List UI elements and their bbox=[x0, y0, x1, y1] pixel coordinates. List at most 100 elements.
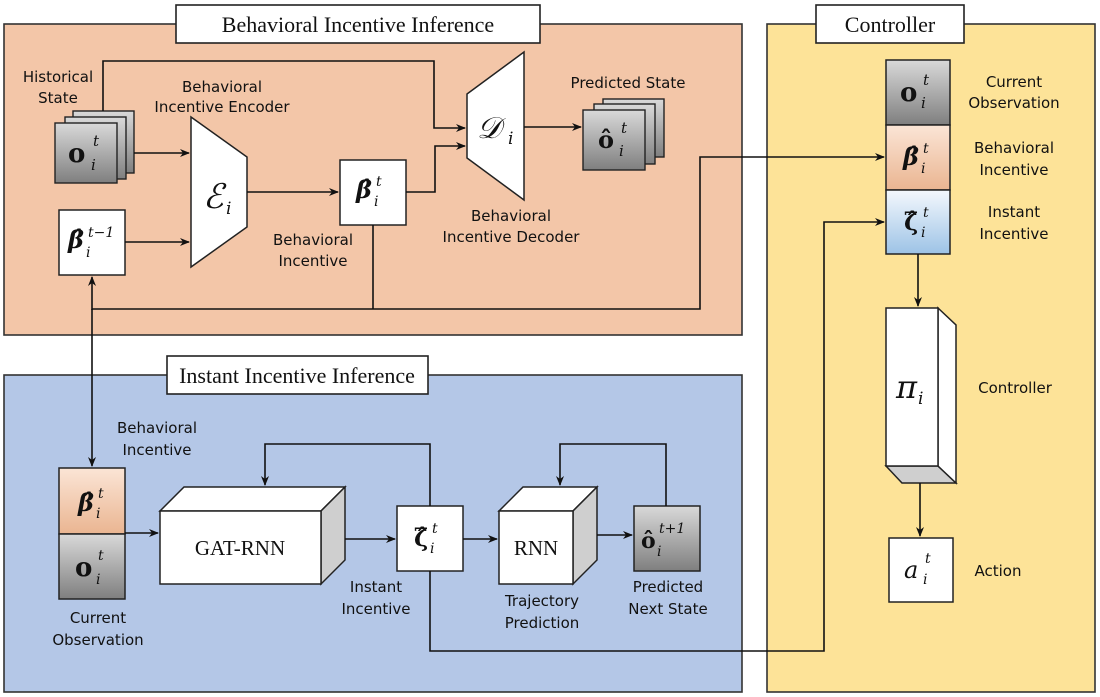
behavioral-incentive-panel: Behavioral Incentive Inference Historica… bbox=[3, 4, 743, 336]
svg-text:i: i bbox=[918, 389, 923, 409]
svg-text:ζ̂: ζ̂ bbox=[414, 523, 428, 552]
svg-text:t−1: t−1 bbox=[88, 225, 114, 241]
instant-incentive-panel: Instant Incentive Inference Behavioral I… bbox=[3, 355, 743, 693]
decoder-label: Behavioral bbox=[471, 207, 551, 225]
behavioral-incentive-label-2: Incentive bbox=[278, 252, 347, 270]
connectors bbox=[88, 60, 924, 652]
historical-state-label-2: State bbox=[38, 89, 78, 107]
controller-current-label: Current bbox=[986, 73, 1042, 91]
svg-text:GAT-RNN: GAT-RNN bbox=[195, 536, 285, 560]
historical-state-label: Historical bbox=[23, 68, 93, 86]
encoder-label: Behavioral bbox=[182, 78, 262, 96]
svg-text:i: i bbox=[86, 245, 90, 261]
controller-title-box bbox=[815, 4, 965, 44]
svg-text:RNN: RNN bbox=[514, 536, 558, 560]
beta-prev-box: β̂ t−1 i bbox=[58, 209, 126, 276]
historical-state-stack: o t i bbox=[54, 110, 135, 184]
svg-text:o: o bbox=[900, 78, 917, 108]
svg-text:ζ̂: ζ̂ bbox=[904, 207, 918, 236]
svg-text:t: t bbox=[923, 71, 930, 89]
arrow-zeta-feedback bbox=[261, 443, 431, 506]
arrow-zeta-to-controller bbox=[429, 218, 885, 652]
action-box: a t i bbox=[888, 537, 954, 603]
svg-text:t: t bbox=[98, 548, 104, 564]
svg-text:ô: ô bbox=[598, 125, 614, 154]
decoder-block: 𝒟 i bbox=[466, 50, 525, 202]
rnn-block: RNN bbox=[497, 485, 599, 586]
instant-current-observation-label-2: Observation bbox=[52, 631, 143, 649]
behavioral-incentive-label: Behavioral bbox=[273, 231, 353, 249]
svg-text:t+1: t+1 bbox=[659, 521, 685, 537]
predicted-state-stack: ô t i bbox=[582, 98, 665, 171]
svg-text:i: i bbox=[921, 161, 925, 177]
svg-text:i: i bbox=[374, 194, 378, 210]
beta-box: β̂ t i bbox=[339, 159, 407, 226]
action-label: Action bbox=[975, 562, 1022, 580]
controller-block-label: Controller bbox=[978, 379, 1053, 397]
svg-text:i: i bbox=[923, 572, 927, 588]
controller-panel: Controller o t i β̂ t i ζ̂ t i Current O… bbox=[766, 4, 1096, 693]
trajectory-prediction-label: Trajectory bbox=[504, 592, 579, 610]
svg-text:t: t bbox=[925, 551, 931, 567]
svg-text:β̂: β̂ bbox=[67, 225, 84, 254]
predicted-next-state-label: Predicted bbox=[633, 578, 703, 596]
encoder-block: ℰ i bbox=[190, 115, 248, 269]
instant-panel-title: Instant Incentive Inference bbox=[179, 363, 415, 388]
predicted-state-label: Predicted State bbox=[571, 74, 686, 92]
svg-text:i: i bbox=[921, 94, 926, 112]
predicted-next-state-label-2: Next State bbox=[628, 600, 707, 618]
svg-text:a: a bbox=[904, 556, 918, 584]
svg-text:i: i bbox=[921, 225, 925, 241]
svg-text:t: t bbox=[98, 486, 104, 502]
instant-incentive-label-2: Incentive bbox=[341, 600, 410, 618]
instant-behavioral-incentive-label: Behavioral bbox=[117, 419, 197, 437]
svg-text:i: i bbox=[430, 541, 434, 557]
svg-text:i: i bbox=[657, 544, 661, 560]
arrow-next-state-feedback bbox=[556, 443, 667, 506]
arrow-history-to-decoder bbox=[102, 60, 466, 132]
svg-text:t: t bbox=[93, 132, 100, 150]
controller-current-label-2: Observation bbox=[968, 94, 1059, 112]
controller-panel-title: Controller bbox=[845, 12, 936, 37]
svg-text:ô: ô bbox=[641, 528, 656, 554]
svg-text:t: t bbox=[923, 141, 929, 157]
instant-behavioral-incentive-label-2: Incentive bbox=[122, 441, 191, 459]
decoder-label-2: Incentive Decoder bbox=[443, 228, 581, 246]
svg-text:β̂: β̂ bbox=[902, 142, 919, 171]
arrow-beta-to-decoder bbox=[406, 142, 466, 193]
svg-text:t: t bbox=[621, 119, 628, 137]
svg-text:π: π bbox=[895, 368, 918, 406]
instant-current-observation-label: Current bbox=[70, 609, 126, 627]
instant-input-stack: β̂ t i o t i bbox=[58, 467, 126, 600]
predicted-next-state-box: ô t+1 i bbox=[633, 505, 701, 572]
instant-incentive-label: Instant bbox=[350, 578, 402, 596]
svg-text:i: i bbox=[226, 199, 231, 219]
svg-text:i: i bbox=[619, 142, 624, 160]
svg-text:o: o bbox=[75, 553, 92, 583]
arrow-beta-to-controller bbox=[92, 153, 885, 310]
controller-behavioral-label-2: Incentive bbox=[979, 161, 1048, 179]
svg-text:i: i bbox=[96, 572, 100, 588]
svg-text:β̂: β̂ bbox=[355, 175, 372, 204]
controller-instant-label-2: Incentive bbox=[979, 225, 1048, 243]
svg-text:i: i bbox=[96, 506, 100, 522]
controller-input-stack: o t i β̂ t i ζ̂ t i bbox=[885, 59, 951, 255]
svg-text:β̂: β̂ bbox=[77, 488, 94, 517]
controller-behavioral-label: Behavioral bbox=[974, 139, 1054, 157]
encoder-label-2: Incentive Encoder bbox=[154, 98, 290, 116]
svg-text:t: t bbox=[432, 521, 438, 537]
gat-rnn-block: GAT-RNN bbox=[158, 485, 347, 586]
svg-text:ℰ: ℰ bbox=[203, 177, 227, 217]
instant-title-box bbox=[166, 355, 429, 395]
svg-text:i: i bbox=[91, 156, 96, 174]
trajectory-prediction-label-2: Prediction bbox=[505, 614, 580, 632]
controller-instant-label: Instant bbox=[988, 203, 1040, 221]
svg-text:t: t bbox=[923, 205, 929, 221]
svg-text:t: t bbox=[376, 174, 382, 190]
behavioral-title-box bbox=[175, 4, 541, 44]
behavioral-panel-title: Behavioral Incentive Inference bbox=[222, 12, 494, 37]
svg-text:o: o bbox=[68, 139, 85, 169]
policy-block: π i bbox=[884, 306, 958, 485]
svg-text:i: i bbox=[508, 129, 513, 149]
